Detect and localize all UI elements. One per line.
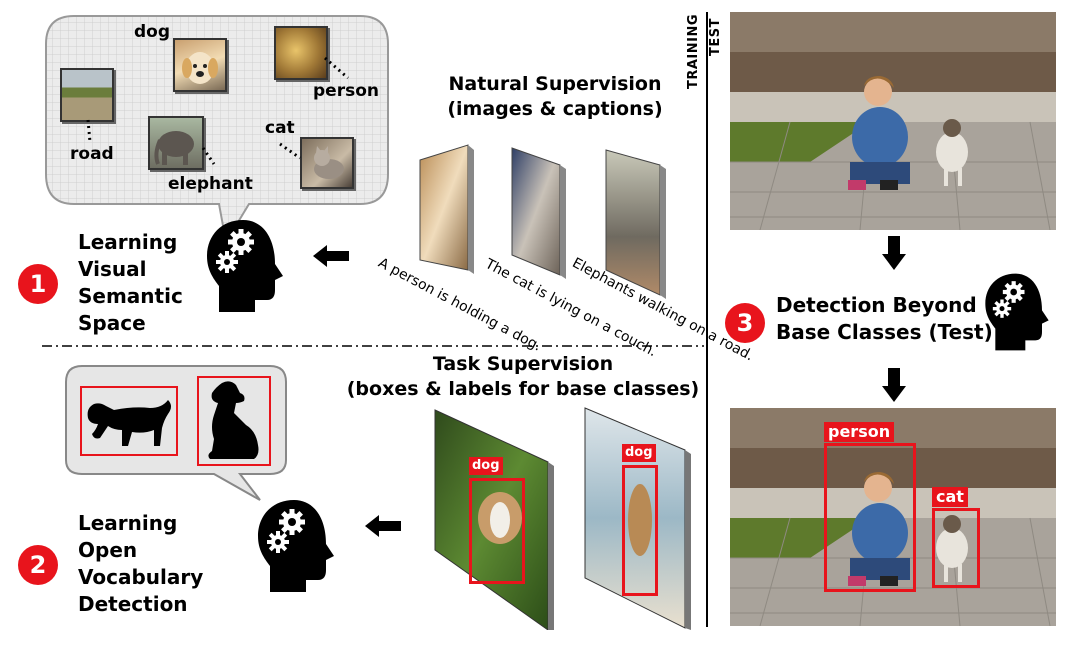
task-supervision-title: Task Supervision (boxes & labels for bas… bbox=[346, 353, 700, 400]
dog-box-2 bbox=[197, 376, 271, 466]
word-elephant: elephant bbox=[168, 174, 253, 194]
person-detection-box bbox=[824, 443, 916, 592]
section-divider bbox=[42, 345, 704, 347]
task-dog-box-1 bbox=[469, 478, 525, 584]
word-road: road bbox=[70, 144, 114, 164]
arrow-down-icon bbox=[882, 368, 906, 402]
word-person: person bbox=[313, 81, 379, 101]
natural-supervision-title: Natural Supervision (images & captions) bbox=[447, 73, 663, 120]
head-gears-icon bbox=[985, 273, 1049, 351]
step-1-title: Learning Visual Semantic Space bbox=[78, 230, 183, 335]
step-2-badge: 2 bbox=[18, 545, 58, 585]
dog-silhouette-icon bbox=[87, 400, 171, 446]
task-dog-box-2 bbox=[622, 465, 658, 596]
word-dog: dog bbox=[134, 22, 171, 42]
arrow-left-icon bbox=[313, 245, 349, 267]
test-photo-top bbox=[730, 12, 1056, 230]
step-3-title: Detection Beyond Base Classes (Test) bbox=[776, 293, 993, 344]
step-1-badge: 1 bbox=[18, 264, 58, 304]
dog-silhouette-icon bbox=[208, 381, 259, 459]
phase-divider bbox=[706, 12, 708, 627]
cat-detection-box bbox=[932, 508, 980, 588]
test-label: TEST bbox=[708, 18, 723, 56]
training-label: TRAINING bbox=[686, 14, 701, 90]
dog-box-1 bbox=[80, 386, 178, 456]
head-gears-icon bbox=[258, 500, 334, 592]
elephant-thumbnail bbox=[148, 116, 204, 170]
head-gears-icon bbox=[207, 220, 283, 312]
task-image-cards bbox=[434, 407, 691, 630]
leader-lines bbox=[86, 56, 349, 165]
cat-thumbnail bbox=[300, 137, 354, 189]
natural-image-cards bbox=[419, 144, 666, 299]
task-dog-label-2: dog bbox=[622, 444, 656, 462]
arrow-left-icon bbox=[365, 515, 401, 537]
person-thumbnail bbox=[274, 26, 328, 80]
step-3-badge: 3 bbox=[725, 303, 765, 343]
step-2-title: Learning Open Vocabulary Detection bbox=[78, 511, 204, 616]
dog-thumbnail bbox=[173, 38, 227, 92]
word-cat: cat bbox=[265, 118, 295, 138]
road-thumbnail bbox=[60, 68, 114, 122]
arrow-down-icon bbox=[882, 236, 906, 270]
task-dog-label-1: dog bbox=[469, 457, 503, 475]
person-detection-label: person bbox=[824, 422, 895, 442]
cat-detection-label: cat bbox=[932, 487, 968, 507]
